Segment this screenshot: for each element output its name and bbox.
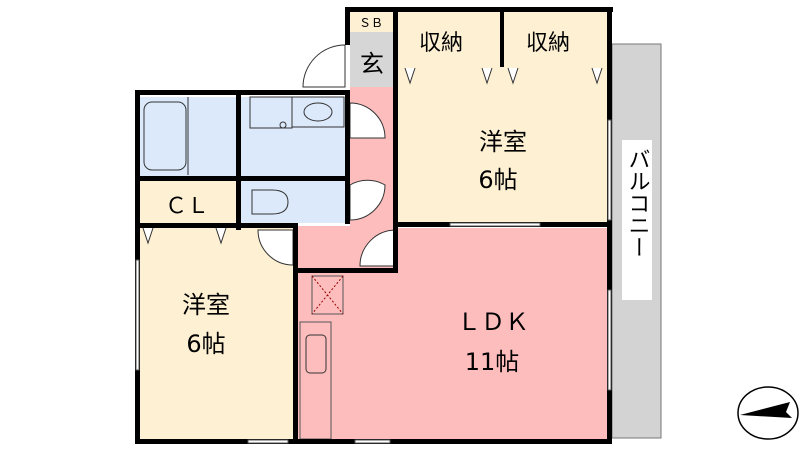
windows: [135, 119, 612, 444]
western-room-1-size: 6帖: [478, 166, 517, 194]
fridge-space: [311, 275, 344, 315]
ldk-door: [359, 229, 397, 267]
western-room-1-name: 洋室: [479, 128, 527, 156]
toilet-room: [240, 181, 346, 223]
western-room-2-name: 洋室: [182, 291, 230, 319]
western-room-2-size: 6帖: [186, 330, 225, 358]
western-room-door: [257, 229, 294, 266]
toilet-icon: [251, 189, 289, 215]
storage-2-label: 収納: [526, 31, 570, 56]
washer-drain-icon: [279, 121, 287, 129]
ldk-size: 11帖: [465, 348, 520, 376]
closet: [140, 181, 236, 223]
shoe-box: [350, 12, 394, 32]
entrance: [350, 32, 394, 87]
closet-doors: [142, 67, 603, 245]
western-room-upper: [398, 67, 608, 224]
toilet-door: [349, 179, 386, 221]
entrance-door: [302, 44, 346, 88]
western-room-lower: [137, 228, 293, 439]
ldk-name: ＬＤＫ: [457, 308, 529, 336]
washroom: [240, 97, 346, 177]
kitchen-sink-icon: [305, 334, 327, 374]
storage-2: [503, 12, 608, 67]
washroom-door: [349, 102, 386, 139]
compass-icon: [737, 386, 799, 440]
entrance-label: 玄: [360, 50, 384, 78]
storage-1-label: 収納: [419, 31, 463, 56]
sink-counter: [291, 96, 345, 128]
ldk: [297, 228, 608, 439]
bathroom: [140, 97, 240, 177]
closet-label: ＣＬ: [165, 194, 209, 219]
storage-1: [398, 12, 501, 67]
sb-label: ＳＢ: [359, 16, 383, 30]
balcony-label-bg: [622, 140, 652, 300]
sink-icon: [303, 102, 333, 122]
fridge-space-cross-icon: [311, 275, 344, 315]
balcony-label: バルコニー: [625, 148, 650, 258]
bathtub-icon: [143, 101, 187, 171]
